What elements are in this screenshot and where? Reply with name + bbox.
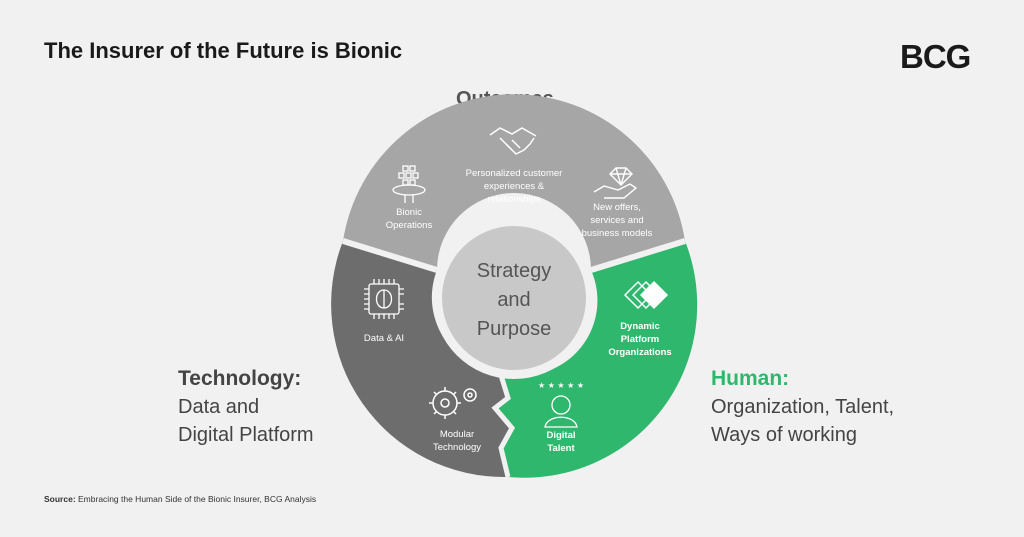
- new-offers-label-1: New offers,: [593, 202, 641, 213]
- human-heading: Human:: [711, 367, 790, 390]
- center-text-1: Strategy: [477, 260, 551, 282]
- gears-icon: [429, 387, 477, 419]
- page-title: The Insurer of the Future is Bionic: [44, 38, 403, 63]
- handshake-icon: [489, 127, 537, 155]
- bionic-operations-label-1: Bionic: [396, 207, 422, 218]
- bionic-operations-label-2: Operations: [386, 220, 433, 231]
- personalized-label-1: Personalized customer: [466, 168, 563, 179]
- modular-label-2: Technology: [433, 442, 481, 453]
- modular-label-1: Modular: [440, 429, 474, 440]
- center-text-2: and: [497, 289, 530, 311]
- digital-talent-label-1: Digital: [546, 430, 575, 441]
- human-line-2: Ways of working: [711, 424, 857, 446]
- human-block: Human: Organization, Talent, Ways of wor…: [711, 365, 894, 449]
- dynamic-label-1: Dynamic: [620, 321, 660, 332]
- new-offers-label-2: services and: [590, 215, 643, 226]
- layers-icon: [623, 280, 669, 310]
- source-text: Embracing the Human Side of the Bionic I…: [75, 494, 317, 504]
- personalized-label-3: relationships: [487, 194, 541, 205]
- data-ai-label: Data & AI: [364, 333, 404, 344]
- new-offers-label-3: business models: [582, 228, 653, 239]
- center-circle: [442, 226, 586, 370]
- source-label: Source:: [44, 494, 76, 504]
- dynamic-label-2: Platform: [621, 334, 660, 345]
- technology-line-1: Data and: [178, 396, 260, 418]
- person-stars-icon: ★ ★ ★ ★ ★: [538, 381, 584, 428]
- technology-heading: Technology:: [178, 367, 302, 390]
- network-icon: [392, 165, 426, 203]
- chip-brain-icon: [364, 279, 404, 319]
- separator-left: [342, 238, 438, 273]
- separator-right: [590, 238, 686, 273]
- digital-talent-label-2: Talent: [547, 443, 575, 454]
- technology-line-2: Digital Platform: [178, 424, 314, 446]
- hand-diamond-icon: [593, 167, 638, 199]
- dynamic-label-3: Organizations: [608, 347, 671, 358]
- human-line-1: Organization, Talent,: [711, 396, 895, 418]
- personalized-label-2: experiences &: [484, 181, 545, 192]
- separator-bottom: [491, 371, 516, 478]
- center-text-3: Purpose: [477, 318, 552, 340]
- svg-text:★ ★ ★ ★ ★: ★ ★ ★ ★ ★: [538, 381, 584, 390]
- source-note: Source: Embracing the Human Side of the …: [44, 494, 316, 504]
- outcomes-segment: [343, 94, 685, 270]
- technology-block: Technology: Data and Digital Platform: [178, 365, 314, 449]
- bcg-logo: BCG: [900, 38, 971, 75]
